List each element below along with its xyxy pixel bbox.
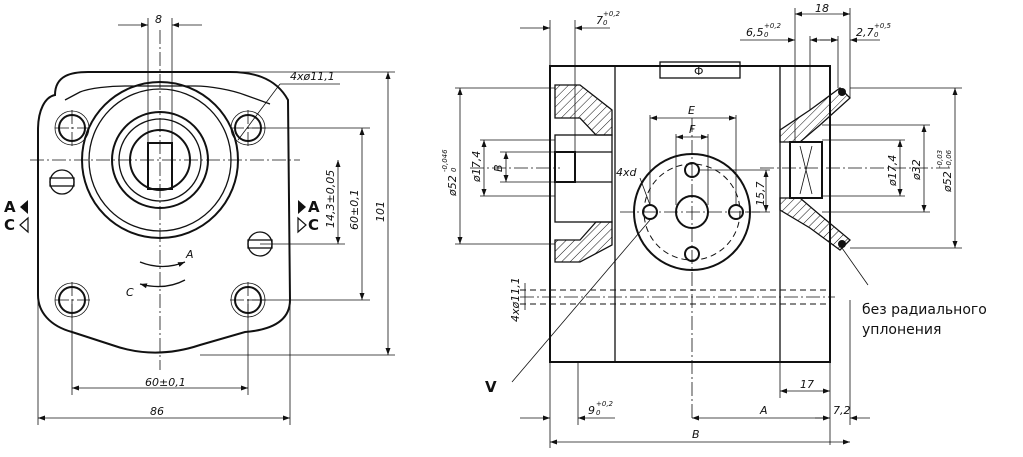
svg-text:0: 0 <box>764 31 769 39</box>
dim-101: 101 <box>374 201 387 222</box>
dim-d52-right: ø52 <box>941 171 954 193</box>
svg-text:-0,03: -0,03 <box>936 150 944 168</box>
front-inner-outline <box>64 85 271 105</box>
svg-text:C: C <box>308 216 319 234</box>
dim-60-vertical: 60±0,1 <box>348 189 361 230</box>
dim-60-horizontal: 60±0,1 <box>145 376 186 389</box>
svg-text:0: 0 <box>874 31 879 39</box>
label-4xd: 4xd <box>616 166 638 179</box>
holes-label: 4xø11,1 <box>290 70 335 83</box>
rotation-arrow-c <box>139 279 186 289</box>
seal-ring-top <box>838 88 846 96</box>
dim-6-5: 6,5 <box>746 26 764 39</box>
seal-ring-bottom <box>838 240 846 248</box>
svg-text:+0,5: +0,5 <box>874 22 892 30</box>
port-direction-right: A C <box>297 198 320 234</box>
side-view: Ф 7 +0 <box>441 2 987 448</box>
rotation-arrow-a <box>139 261 186 268</box>
nameplate <box>659 61 741 79</box>
left-flange-hatch-top <box>554 84 613 136</box>
front-view: 8 4xø11,1 A C A C A C 60±0,1 14,3 <box>4 13 395 425</box>
dim-E: E <box>688 104 695 117</box>
dim-17: 17 <box>800 378 814 391</box>
dim-9: 9 <box>588 404 595 417</box>
dim-7: 7 <box>596 14 603 27</box>
dim-B-left: B <box>492 164 505 172</box>
dim-B: B <box>692 428 700 441</box>
dim-7-2: 7,2 <box>833 404 851 417</box>
right-port <box>789 141 823 199</box>
dim-4x11-1-side: 4xø11,1 <box>509 277 522 322</box>
dim-8-top: 8 <box>155 13 162 26</box>
dim-14-3: 14,3±0,05 <box>324 170 337 228</box>
svg-text:+0,2: +0,2 <box>596 400 614 408</box>
svg-text:+0,2: +0,2 <box>764 22 782 30</box>
dim-A: A <box>759 404 768 417</box>
phi-mark: Ф <box>694 65 703 78</box>
dim-15-7: 15,7 <box>754 182 767 207</box>
shaft-end <box>554 151 576 183</box>
dim-86: 86 <box>150 405 164 418</box>
dim-F: F <box>689 123 696 136</box>
svg-text:0: 0 <box>450 167 458 172</box>
label-V: V <box>485 378 497 396</box>
note-line-2: уплонения <box>862 322 941 338</box>
svg-text:0: 0 <box>603 19 608 27</box>
dim-d17-4-right: ø17,4 <box>886 155 899 187</box>
port-plugs <box>49 169 273 257</box>
left-flange-bore <box>554 134 613 223</box>
svg-text:0: 0 <box>596 409 601 417</box>
left-flange-hatch-bottom <box>554 221 613 263</box>
svg-text:-0,06: -0,06 <box>945 149 953 168</box>
svg-text:C: C <box>4 216 15 234</box>
front-body-outline <box>37 71 292 354</box>
dim-d52-left: ø52 <box>446 175 459 197</box>
dim-2-7: 2,7 <box>856 26 874 39</box>
note-line-1: без радиального <box>862 302 987 318</box>
pump-body <box>549 65 831 363</box>
right-cover-hatch-top <box>779 87 851 143</box>
dim-d32: ø32 <box>910 159 923 181</box>
dim-d17-4-left: ø17,4 <box>470 151 483 183</box>
svg-text:+0,2: +0,2 <box>603 10 621 18</box>
svg-text:-0,046: -0,046 <box>441 149 449 172</box>
svg-text:A: A <box>4 198 16 216</box>
svg-text:A: A <box>308 198 320 216</box>
dim-18: 18 <box>815 2 829 15</box>
rotation-a-label: A <box>185 248 194 261</box>
port-direction-left: A C <box>4 198 29 234</box>
rotation-c-label: C <box>126 286 134 299</box>
